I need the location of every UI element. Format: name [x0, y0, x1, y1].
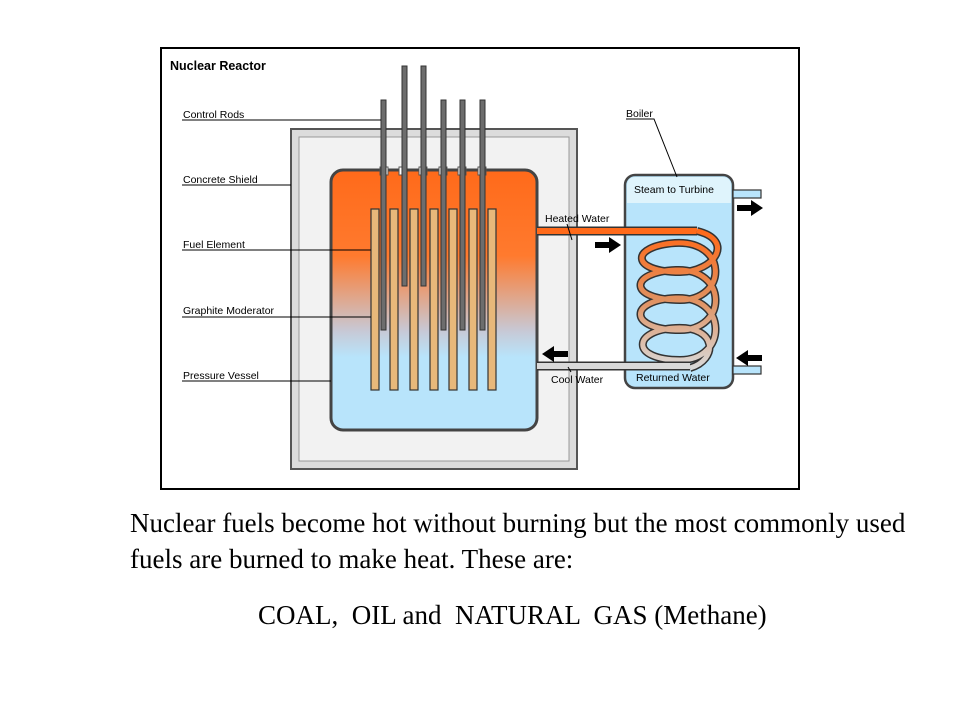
label-graphite-moderator: Graphite Moderator: [183, 305, 275, 317]
arrow-left-icon: [542, 346, 568, 362]
label-heated-water: Heated Water: [545, 213, 610, 225]
caption-text: Nuclear fuels become hot without burning…: [130, 508, 906, 574]
nuclear-reactor-diagram: Nuclear Reactor: [160, 47, 800, 490]
label-boiler: Boiler: [626, 108, 653, 120]
arrow-left-icon: [736, 350, 762, 366]
arrow-right-icon: [737, 200, 763, 216]
label-fuel-element: Fuel Element: [183, 239, 245, 251]
heat-exchanger-coil: [636, 227, 722, 372]
label-concrete-shield: Concrete Shield: [183, 174, 258, 186]
fuels-list: COAL, OIL and NATURAL GAS (Methane): [258, 600, 767, 630]
arrow-right-icon: [595, 237, 621, 253]
label-pressure-vessel: Pressure Vessel: [183, 370, 259, 382]
label-returned-water: Returned Water: [636, 372, 710, 384]
fuel-elements: [370, 208, 497, 391]
diagram-title: Nuclear Reactor: [170, 59, 266, 73]
control-rods: [380, 65, 486, 331]
label-cool-water: Cool Water: [551, 374, 604, 386]
label-control-rods: Control Rods: [183, 109, 244, 121]
leader-lines: [182, 118, 678, 382]
flow-arrows: [542, 200, 763, 366]
boiler-steam-space: [627, 177, 731, 203]
return-water-pipe: [732, 365, 762, 375]
label-steam-to-turbine: Steam to Turbine: [634, 184, 714, 196]
steam-outlet-pipe: [732, 189, 762, 199]
